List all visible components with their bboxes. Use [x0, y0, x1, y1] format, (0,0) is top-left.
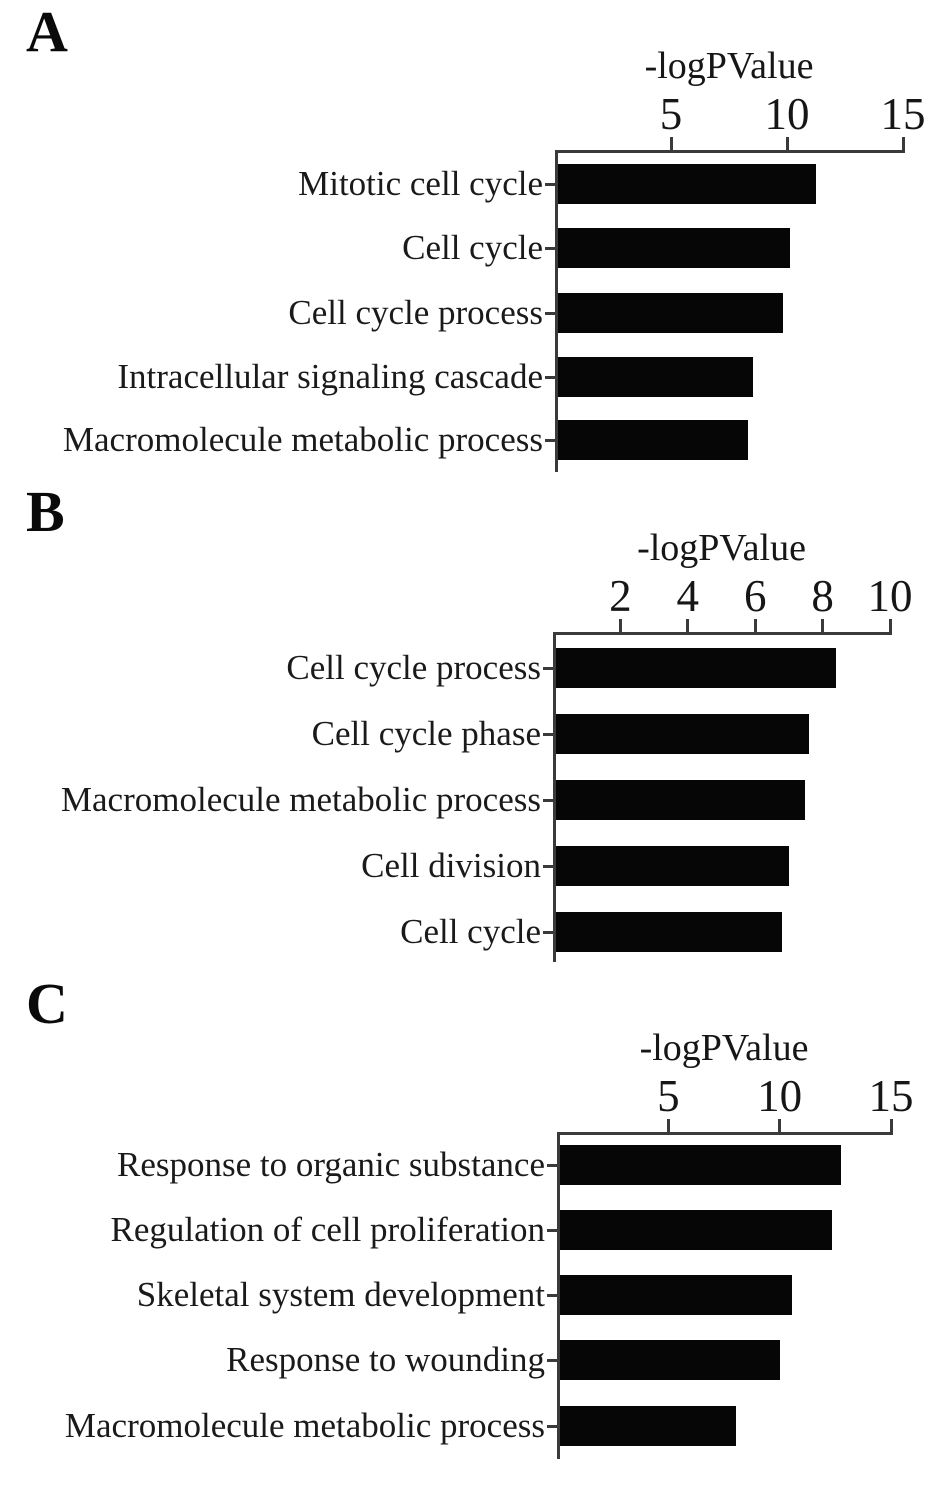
x-tick-label: 4: [676, 571, 700, 621]
category-label: Cell cycle phase: [311, 713, 541, 753]
category-label: Cell cycle process: [288, 292, 543, 332]
x-tick-mark: [618, 619, 622, 632]
category-tick-mark: [545, 438, 555, 442]
x-tick-label: 10: [867, 571, 913, 621]
category-label: Intracellular signaling cascade: [117, 356, 543, 396]
x-tick-label: 2: [609, 571, 632, 621]
bar: [556, 714, 809, 754]
x-tick-label: 5: [657, 1071, 680, 1121]
x-tick-mark: [889, 1119, 893, 1132]
x-tick-label: 15: [868, 1071, 914, 1121]
category-label: Cell cycle: [402, 227, 543, 267]
category-tick-mark: [543, 798, 553, 802]
panel-b-letter: B: [26, 479, 65, 544]
x-tick-mark: [666, 1119, 670, 1132]
x-tick-label: 15: [880, 89, 926, 139]
bar: [558, 293, 783, 333]
category-tick-mark: [547, 1424, 557, 1428]
category-tick-mark: [545, 246, 555, 250]
category-label: Mitotic cell cycle: [298, 163, 543, 203]
category-label: Cell cycle process: [286, 647, 541, 687]
x-tick-mark: [753, 619, 757, 632]
x-axis-line: [557, 1132, 893, 1135]
y-axis-line: [557, 1132, 560, 1459]
category-tick-mark: [545, 375, 555, 379]
category-tick-mark: [547, 1358, 557, 1362]
category-label: Macromolecule metabolic process: [64, 1405, 545, 1445]
category-tick-mark: [543, 666, 553, 670]
category-tick-mark: [545, 311, 555, 315]
category-tick-mark: [547, 1293, 557, 1297]
x-axis-line: [555, 150, 905, 153]
category-label: Macromolecule metabolic process: [62, 419, 543, 459]
bar: [556, 846, 789, 886]
category-label: Cell cycle: [400, 911, 541, 951]
bar: [560, 1340, 781, 1380]
category-tick-mark: [543, 930, 553, 934]
panel-c-letter: C: [26, 971, 68, 1036]
x-tick-mark: [686, 619, 690, 632]
x-tick-mark: [901, 137, 905, 150]
category-tick-mark: [547, 1163, 557, 1167]
x-tick-label: 8: [811, 571, 834, 621]
category-label: Macromolecule metabolic process: [60, 779, 541, 819]
category-label: Response to wounding: [226, 1339, 545, 1379]
category-label: Skeletal system development: [136, 1274, 545, 1314]
x-tick-mark: [888, 619, 892, 632]
x-tick-mark: [778, 1119, 782, 1132]
category-label: Response to organic substance: [116, 1144, 545, 1184]
x-tick-label: 6: [743, 571, 767, 621]
bar: [558, 420, 749, 460]
panel-a-axis-title: -logPValue: [644, 45, 814, 87]
bar: [556, 648, 836, 688]
x-tick-label: 10: [764, 89, 810, 139]
x-tick-mark: [669, 137, 673, 150]
bar: [560, 1145, 841, 1185]
bar: [560, 1275, 792, 1315]
x-tick-label: 10: [757, 1071, 803, 1121]
bar: [558, 357, 753, 397]
category-tick-mark: [543, 732, 553, 736]
bar: [560, 1406, 736, 1446]
bar: [556, 780, 806, 820]
x-tick-label: 5: [659, 89, 683, 139]
x-tick-mark: [821, 619, 825, 632]
panel-a-letter: A: [26, 0, 68, 64]
bar: [560, 1210, 832, 1250]
y-axis-line: [555, 150, 558, 472]
panel-c-axis-title: -logPValue: [639, 1027, 809, 1069]
category-label: Regulation of cell proliferation: [110, 1209, 545, 1249]
y-axis-line: [553, 632, 556, 962]
bar: [558, 228, 790, 268]
category-tick-mark: [545, 182, 555, 186]
bar: [558, 164, 816, 204]
category-tick-mark: [547, 1228, 557, 1232]
panel-b-axis-title: -logPValue: [637, 527, 806, 569]
category-label: Cell division: [361, 845, 541, 885]
bar: [556, 912, 782, 952]
category-tick-mark: [543, 864, 553, 868]
x-axis-line: [553, 632, 892, 635]
x-tick-mark: [785, 137, 789, 150]
